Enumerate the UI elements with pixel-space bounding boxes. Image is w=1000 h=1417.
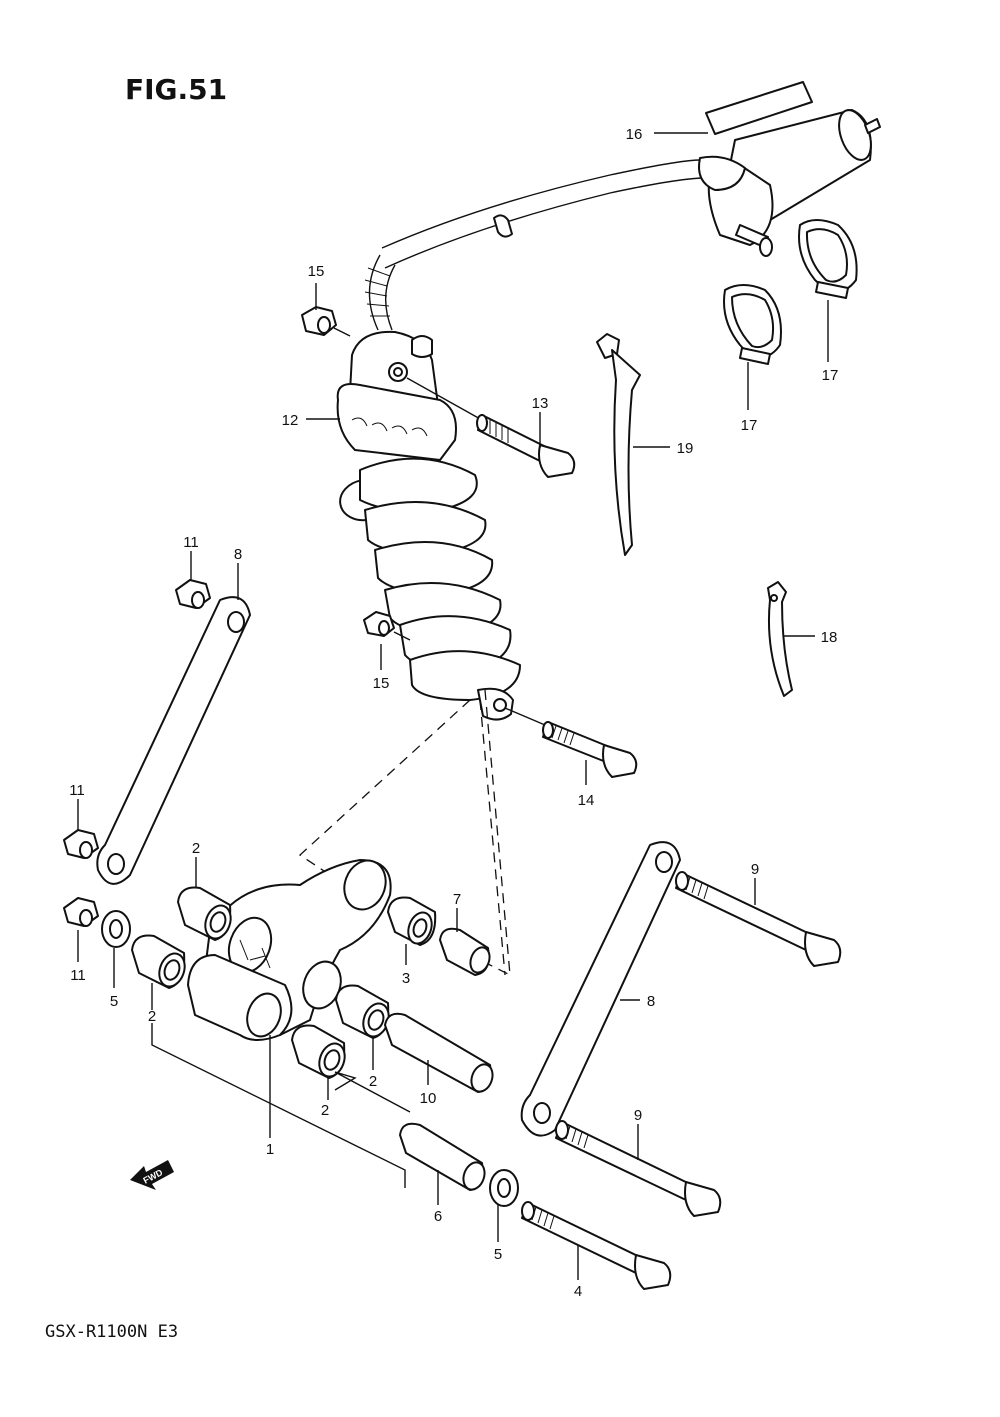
callout-15-lower: 15 [373,675,390,692]
reservoir-hose [364,155,746,331]
callout-5-left: 5 [110,993,118,1010]
washer-5-lower [489,1169,519,1207]
clamp-17-right [798,219,858,299]
nut-15-top [301,306,351,337]
dashed-lines [298,689,511,977]
bolt-13 [406,377,576,478]
callout-10: 10 [420,1090,437,1107]
bolt-9-lower [555,1120,722,1217]
callout-5-lower: 5 [494,1246,502,1263]
spacer-10 [384,1012,494,1093]
callout-17-left: 17 [741,417,758,434]
callout-2-a: 2 [192,840,200,857]
reservoir-tank [707,109,881,257]
callout-17-right: 17 [822,367,839,384]
callout-11-top: 11 [183,534,199,551]
fwd-arrow-icon: FWD [130,1160,174,1190]
rod-8-left [96,596,251,885]
washer-5-left [101,910,131,948]
bearing-2-d [291,1024,346,1079]
bolt-14 [504,707,638,778]
nut-11-bottom [63,897,99,927]
callout-7: 7 [453,891,461,908]
spacer-6 [399,1122,486,1191]
callout-11-bottom: 11 [70,967,86,984]
callout-19: 19 [677,440,694,457]
bolt-4 [521,1201,672,1290]
callout-11-middle: 11 [69,782,85,799]
callout-2-c: 2 [369,1073,377,1090]
callout-6: 6 [434,1208,442,1225]
cushion-lever-1 [187,859,392,1041]
callout-3: 3 [402,970,410,987]
callout-15-top: 15 [308,263,325,280]
nut-15-lower [363,611,411,641]
nut-11-middle [63,829,99,859]
rod-8-right [520,841,681,1137]
spacer-7 [439,927,491,976]
callout-8-left: 8 [234,546,242,563]
callout-4: 4 [574,1283,582,1300]
callout-18: 18 [821,629,838,646]
callout-12: 12 [282,412,299,429]
bearing-2-c [335,984,390,1039]
bracket-18 [767,581,793,697]
figure-title: FIG.51 [125,73,227,106]
leader-lines [77,132,829,1280]
bolt-9-upper [675,871,842,967]
bearing-3 [387,896,437,946]
callout-2-b: 2 [148,1008,156,1025]
strap-19 [596,333,641,556]
callout-9-lower: 9 [634,1107,642,1124]
callout-9-upper: 9 [751,861,759,878]
reservoir-pad [705,81,813,135]
bearing-2-a [177,886,232,941]
callout-16: 16 [626,126,643,143]
nut-11-top [175,579,211,609]
model-label: GSX-R1100N E3 [45,1322,178,1342]
bearing-2-b [131,934,186,989]
callout-13: 13 [532,395,549,412]
shock-absorber [336,330,521,721]
callout-14: 14 [578,792,595,809]
callouts: 16 15 12 13 19 17 17 18 15 14 11 8 11 11… [69,126,838,1300]
callout-2-d: 2 [321,1102,329,1119]
clamp-17-left [723,284,782,365]
callout-8-right: 8 [647,993,655,1010]
callout-1: 1 [266,1141,274,1158]
